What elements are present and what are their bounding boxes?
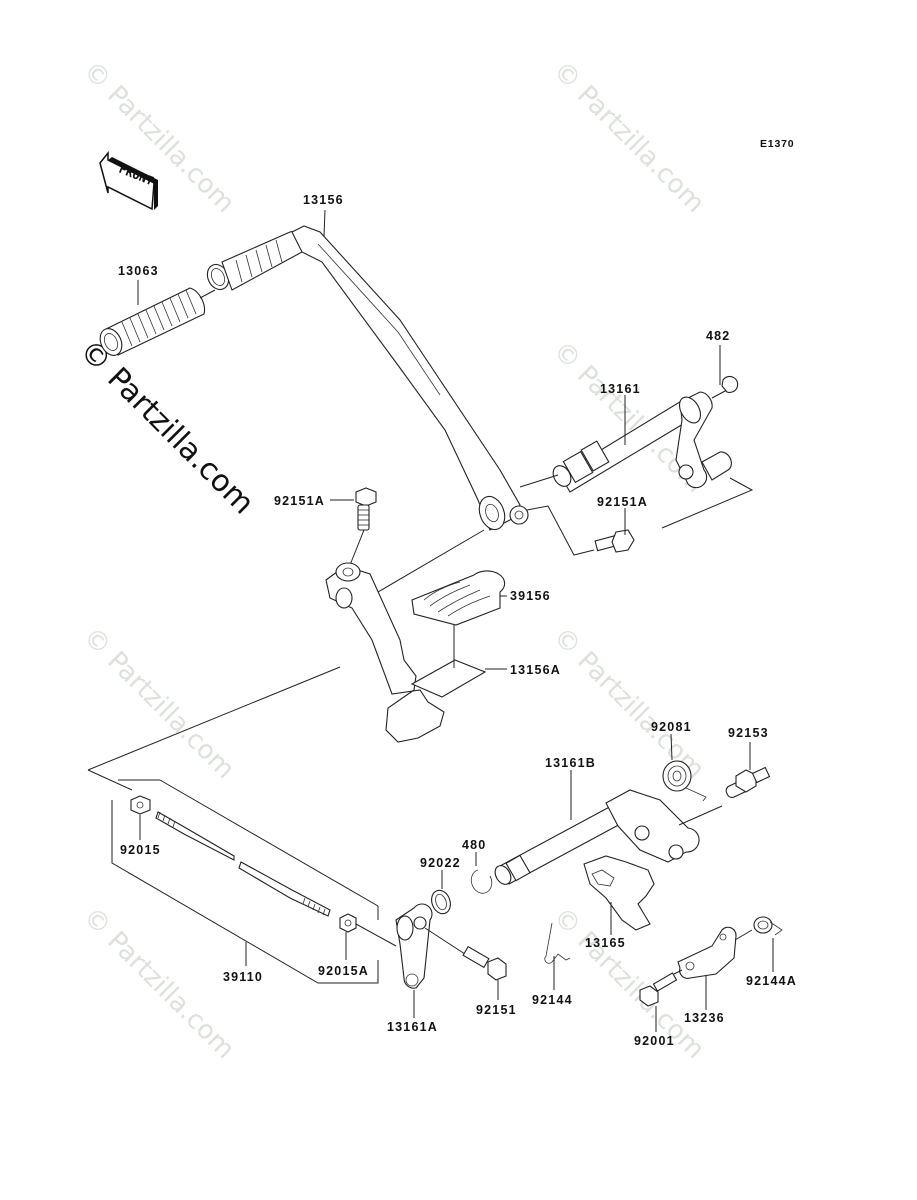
label-13236[interactable]: 13236 — [684, 1011, 725, 1025]
part-92151A-bolt[interactable] — [594, 529, 635, 553]
watermark-dark: © Partzilla.com — [72, 333, 260, 521]
label-482[interactable]: 482 — [706, 329, 730, 343]
label-92015A[interactable]: 92015A — [318, 964, 369, 978]
part-13236-lever[interactable] — [677, 926, 737, 979]
label-13165[interactable]: 13165 — [585, 936, 626, 950]
part-92151A-bolt-left[interactable] — [355, 487, 377, 531]
label-39110[interactable]: 39110 — [223, 970, 263, 984]
watermark: © Partzilla.com — [77, 902, 240, 1065]
part-13161A-arm[interactable] — [395, 903, 433, 989]
label-92015[interactable]: 92015 — [120, 843, 161, 857]
part-92151-bolt[interactable] — [462, 945, 507, 981]
part-92022-washer[interactable] — [428, 888, 453, 917]
watermarks: © Partzilla.com © Partzilla.com © Partzi… — [72, 56, 710, 1065]
label-92001[interactable]: 92001 — [634, 1034, 675, 1048]
part-92144-spring[interactable] — [544, 922, 571, 964]
label-39156[interactable]: 39156 — [510, 589, 551, 603]
label-13161[interactable]: 13161 — [600, 382, 641, 396]
part-13156-shift-lever[interactable] — [203, 225, 529, 533]
watermark: © Partzilla.com — [77, 56, 240, 219]
label-92151A-left[interactable]: 92151A — [274, 494, 325, 508]
label-92151[interactable]: 92151 — [476, 1003, 517, 1017]
part-13156A-pedal[interactable] — [325, 562, 487, 743]
front-arrow-icon: FRONT — [99, 150, 158, 211]
label-92081[interactable]: 92081 — [651, 720, 692, 734]
part-labels: 13156 13063 482 13161 92151A 92151A 3915… — [118, 193, 797, 1048]
part-480-circlip[interactable] — [470, 869, 493, 894]
label-92153[interactable]: 92153 — [728, 726, 769, 740]
label-13161B[interactable]: 13161B — [545, 756, 596, 770]
part-39110-tie-rod[interactable] — [155, 811, 331, 917]
label-13161A[interactable]: 13161A — [387, 1020, 438, 1034]
part-39156-pedal-rubber[interactable] — [411, 570, 506, 626]
part-92153-pin-bolt[interactable] — [724, 766, 771, 800]
watermark: © Partzilla.com — [77, 622, 240, 785]
part-13165-plate[interactable] — [583, 855, 655, 931]
part-92015A-nut[interactable] — [339, 913, 357, 933]
part-92081-spring[interactable] — [662, 760, 707, 802]
part-92015-nut[interactable] — [130, 795, 151, 815]
part-13161B-shift-shaft[interactable] — [492, 789, 700, 887]
watermark: © Partzilla.com — [547, 902, 710, 1065]
part-13063-footpeg-rubber[interactable] — [96, 287, 205, 359]
part-13161-shift-shaft[interactable] — [550, 391, 732, 493]
label-480[interactable]: 480 — [462, 838, 486, 852]
reference-code: E1370 — [760, 138, 794, 150]
part-482-circlip[interactable] — [721, 375, 739, 393]
label-92022[interactable]: 92022 — [420, 856, 461, 870]
part-92001-bolt[interactable] — [639, 972, 678, 1007]
part-92144A-spring[interactable] — [753, 916, 783, 936]
label-92144[interactable]: 92144 — [532, 993, 573, 1007]
leader-lines — [137, 209, 774, 1032]
label-92144A[interactable]: 92144A — [746, 974, 797, 988]
label-13156[interactable]: 13156 — [303, 193, 344, 207]
watermark: © Partzilla.com — [547, 56, 710, 219]
label-13063[interactable]: 13063 — [118, 264, 159, 278]
label-92151A-right[interactable]: 92151A — [597, 495, 648, 509]
label-13156A[interactable]: 13156A — [510, 663, 561, 677]
